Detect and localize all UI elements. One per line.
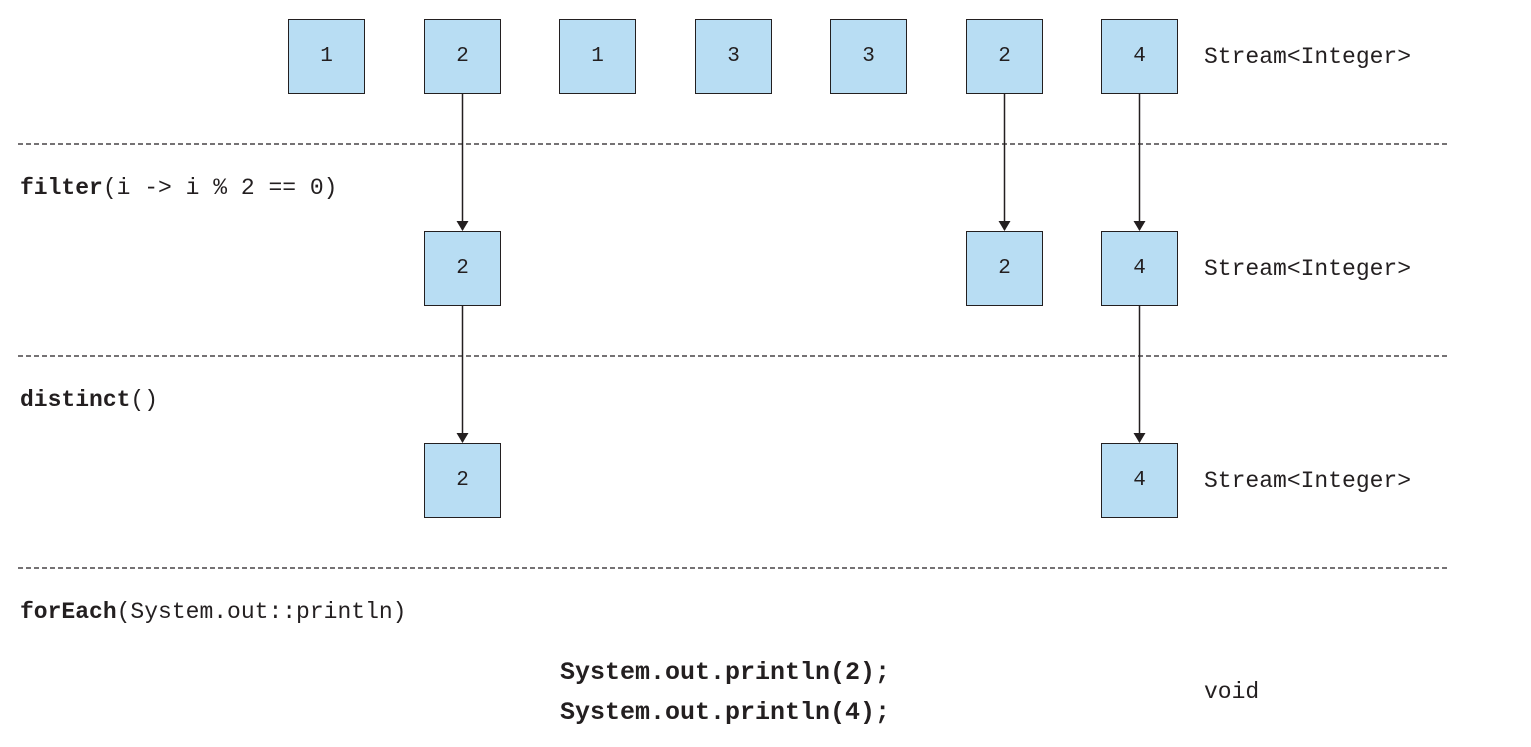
stream-element-box: 1 <box>288 19 365 94</box>
stream-element-box: 2 <box>424 231 501 306</box>
stream-type-label: Stream<Integer> <box>1204 44 1412 70</box>
stream-element-box: 3 <box>695 19 772 94</box>
void-type-label: void <box>1204 679 1260 705</box>
stream-element-box: 2 <box>424 19 501 94</box>
stream-element-box: 2 <box>966 19 1043 94</box>
stream-element-box: 4 <box>1101 443 1178 518</box>
distinct-operation: distinct() <box>20 387 158 413</box>
stream-element-box: 4 <box>1101 231 1178 306</box>
stream-element-box: 2 <box>424 443 501 518</box>
stream-element-box: 3 <box>830 19 907 94</box>
output-line: System.out.println(2); <box>560 658 891 687</box>
stream-type-label: Stream<Integer> <box>1204 256 1412 282</box>
filter-operation: filter(i -> i % 2 == 0) <box>20 175 337 201</box>
output-line: System.out.println(4); <box>560 698 891 727</box>
operation-args: (i -> i % 2 == 0) <box>102 175 338 201</box>
stream-element-box: 2 <box>966 231 1043 306</box>
operation-args: (System.out::println) <box>116 599 407 625</box>
operation-name: forEach <box>20 599 117 625</box>
stream-element-box: 4 <box>1101 19 1178 94</box>
operation-args: () <box>130 387 159 413</box>
foreach-operation: forEach(System.out::println) <box>20 599 406 625</box>
stream-type-label: Stream<Integer> <box>1204 468 1412 494</box>
stream-element-box: 1 <box>559 19 636 94</box>
operation-name: filter <box>20 175 103 201</box>
operation-name: distinct <box>20 387 131 413</box>
